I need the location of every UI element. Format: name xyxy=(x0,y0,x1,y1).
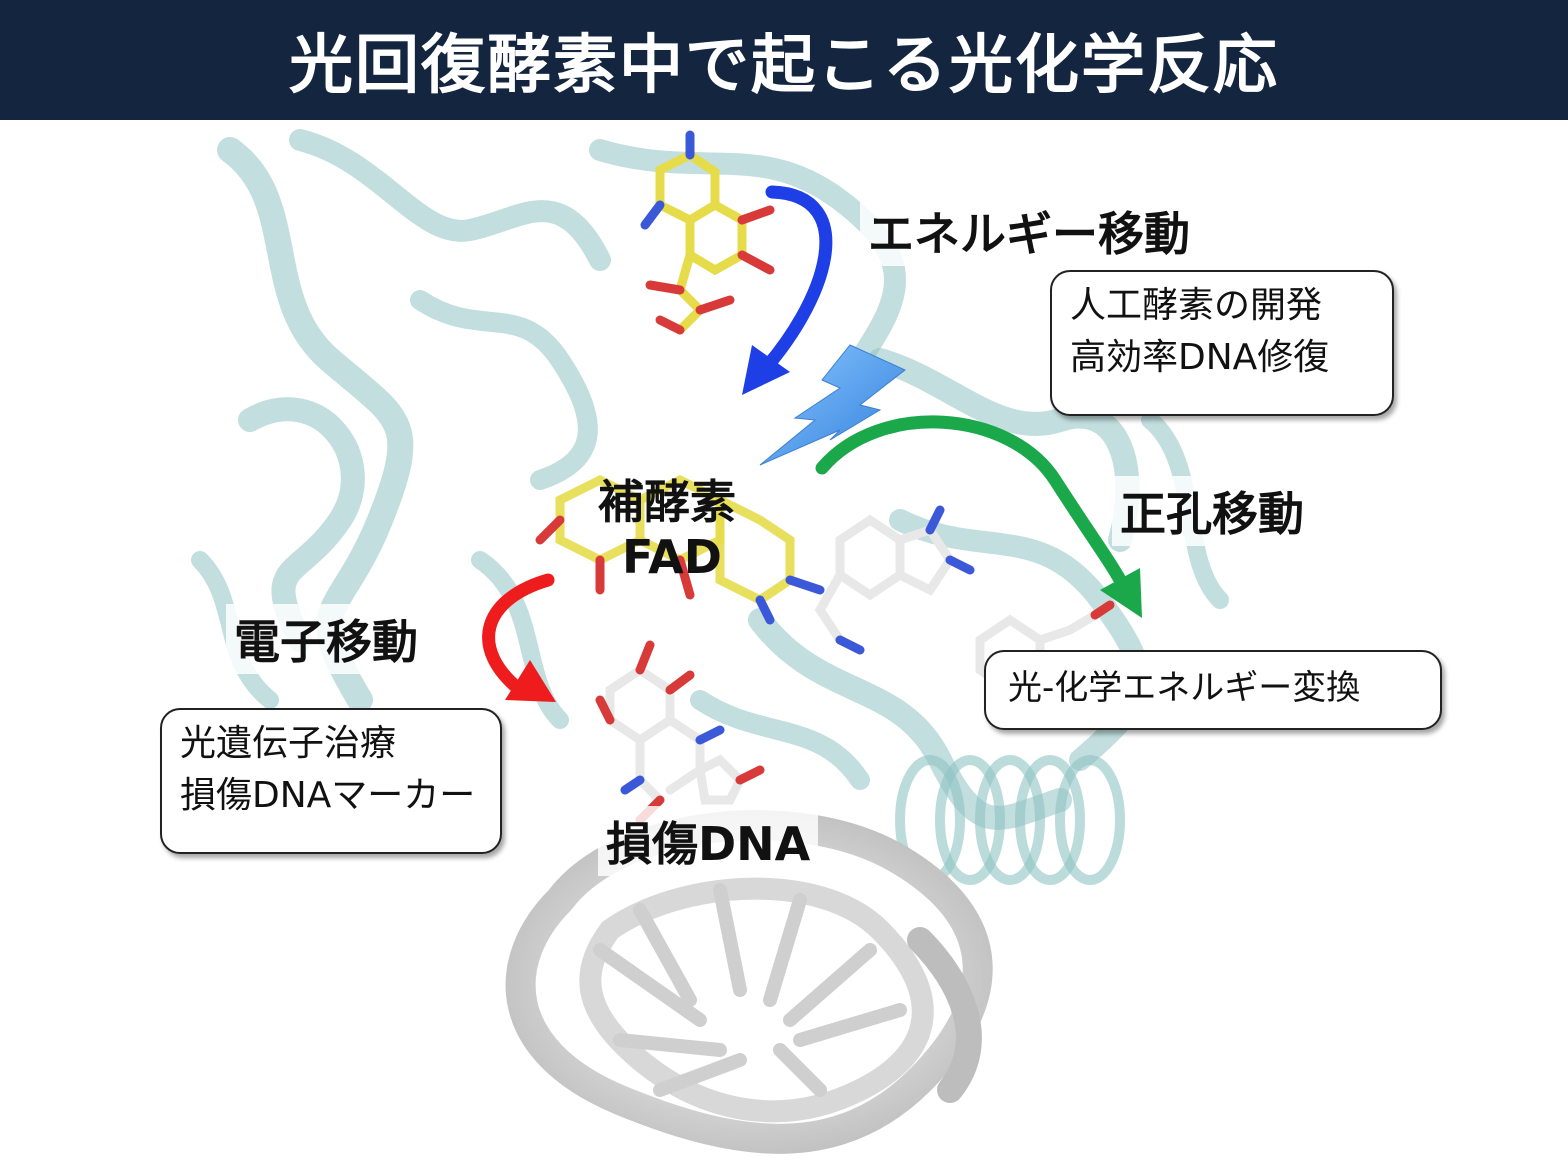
fad-label: FAD xyxy=(622,530,722,584)
callout-gene-therapy: 光遺伝子治療 損傷DNAマーカー xyxy=(160,708,502,854)
energy-transfer-arrow xyxy=(742,185,833,395)
dna-lesion xyxy=(595,640,765,825)
tryptophan-residues xyxy=(814,505,1115,696)
damaged-dna-label: 損傷DNA xyxy=(598,806,819,876)
callout-artificial-enzyme: 人工酵素の開発 高効率DNA修復 xyxy=(1050,270,1394,416)
callout-line: 損傷DNAマーカー xyxy=(180,775,476,816)
antenna-chromophore xyxy=(640,130,775,335)
electron-transfer-label: 電子移動 xyxy=(226,604,426,674)
cofactor-label: 補酵素 xyxy=(598,475,736,529)
lightning-bolt-icon xyxy=(759,344,906,466)
callout-line: 光-化学エネルギー変換 xyxy=(1008,668,1361,708)
callout-energy-conversion: 光-化学エネルギー変換 xyxy=(984,650,1442,730)
energy-transfer-label: エネルギー移動 xyxy=(860,196,1198,266)
molecular-illustration xyxy=(191,129,1229,1154)
callout-line: 高効率DNA修復 xyxy=(1070,337,1330,378)
callout-line: 人工酵素の開発 xyxy=(1070,285,1323,326)
electron-transfer-arrow xyxy=(482,573,556,702)
hole-transfer-label: 正孔移動 xyxy=(1112,476,1312,546)
title-bar: 光回復酵素中で起こる光化学反応 xyxy=(0,0,1568,120)
fad-cofactor xyxy=(535,474,825,625)
hole-transfer-arrow xyxy=(815,415,1142,618)
callout-line: 光遺伝子治療 xyxy=(180,723,397,764)
slide-title: 光回復酵素中で起こる光化学反応 xyxy=(289,29,1279,103)
